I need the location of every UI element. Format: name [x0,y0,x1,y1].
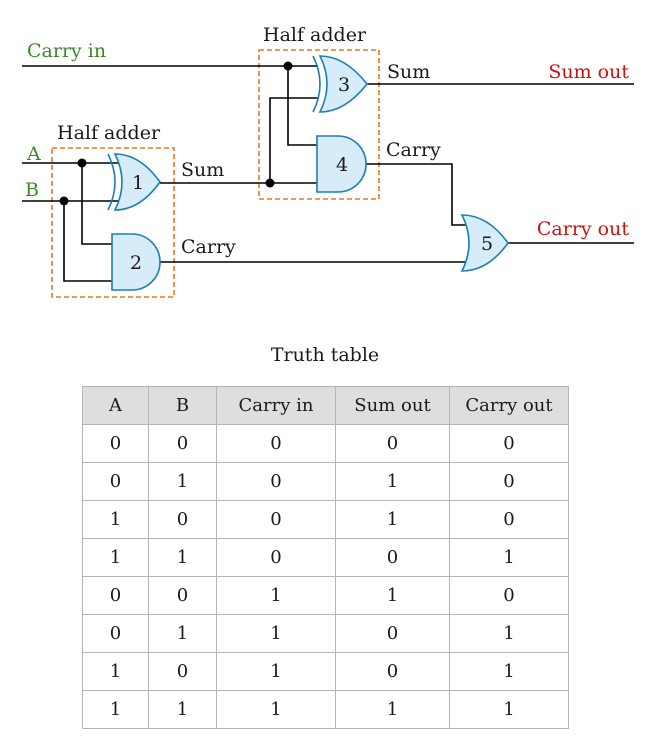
carry-label-1: Carry [181,236,236,258]
full-adder-circuit-diagram: 1 2 3 4 5 Carry in A B Half adder Half a… [22,24,634,298]
table-cell: 1 [82,690,149,729]
table-cell: 1 [216,576,336,615]
truth-table-header-row: A B Carry in Sum out Carry out [82,386,569,425]
carry-in-label: Carry in [27,40,106,62]
table-cell: 0 [148,500,217,539]
table-cell: 1 [216,690,336,729]
sum-out-label: Sum out [548,61,629,83]
table-cell: 0 [82,424,149,463]
header-sum-out: Sum out [335,386,450,425]
table-cell: 1 [335,690,450,729]
gate-3-number: 3 [338,74,350,96]
table-cell: 1 [216,614,336,653]
half-adder-label-2: Half adder [263,24,367,46]
header-carry-out: Carry out [449,386,569,425]
table-cell: 1 [335,500,450,539]
gate-1-number: 1 [132,172,144,194]
gate-3-xor: 3 [312,55,369,113]
header-a: A [82,386,149,425]
gate-4-number: 4 [336,154,348,176]
table-cell: 0 [335,652,450,691]
table-cell: 0 [335,424,450,463]
sum-label-2: Sum [387,61,430,83]
gate-1-xor: 1 [107,153,161,211]
junction-dot [77,158,87,168]
table-cell: 1 [148,690,217,729]
input-a-label: A [26,143,41,165]
half-adder-box-2 [258,49,380,200]
table-cell: 1 [335,462,450,501]
half-adder-box-1 [51,147,175,298]
table-cell: 0 [82,614,149,653]
gate-2-and: 2 [111,233,161,291]
table-cell: 1 [449,614,569,653]
table-cell: 1 [82,538,149,577]
table-cell: 1 [449,690,569,729]
gate-2-number: 2 [130,252,142,274]
table-cell: 0 [148,652,217,691]
table-cell: 0 [216,462,336,501]
table-cell: 1 [335,576,450,615]
sum-label-1: Sum [181,159,224,181]
table-cell: 0 [335,538,450,577]
truth-table-title: Truth table [270,344,380,366]
table-cell: 1 [216,652,336,691]
table-cell: 0 [148,424,217,463]
wires [22,65,634,282]
table-cell: 1 [148,538,217,577]
table-cell: 0 [216,538,336,577]
junction-dot [283,61,293,71]
header-b: B [148,386,217,425]
table-cell: 0 [216,500,336,539]
table-cell: 1 [449,652,569,691]
table-cell: 1 [449,538,569,577]
table-cell: 0 [335,614,450,653]
table-cell: 1 [148,462,217,501]
input-b-label: B [25,179,39,201]
table-cell: 0 [449,500,569,539]
gate-5-number: 5 [481,233,493,255]
junction-dot [59,196,69,206]
table-cell: 0 [449,576,569,615]
carry-label-2: Carry [386,139,441,161]
half-adder-label-1: Half adder [57,122,161,144]
table-cell: 0 [449,462,569,501]
junction-dot [265,178,275,188]
table-cell: 1 [82,652,149,691]
table-cell: 1 [82,500,149,539]
table-cell: 0 [82,576,149,615]
table-cell: 0 [216,424,336,463]
gate-4-and: 4 [316,135,367,193]
carry-out-label: Carry out [537,218,629,240]
table-cell: 0 [449,424,569,463]
table-cell: 0 [82,462,149,501]
gate-5-or: 5 [460,214,509,272]
table-cell: 1 [148,614,217,653]
header-carry-in: Carry in [216,386,336,425]
table-cell: 0 [148,576,217,615]
